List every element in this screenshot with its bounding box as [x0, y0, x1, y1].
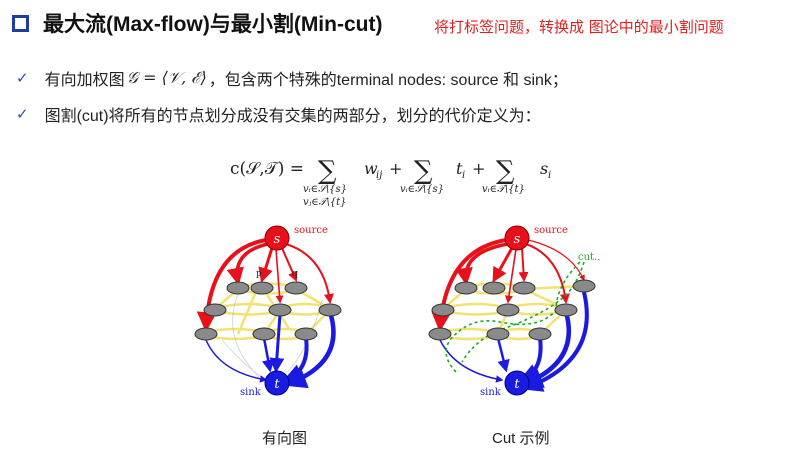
term-t: t — [456, 159, 463, 178]
graph-node — [284, 281, 308, 295]
checkmark-icon: ✓ — [16, 70, 29, 87]
graph-node — [496, 303, 520, 317]
graph-node — [482, 281, 506, 295]
graph-node — [454, 281, 478, 295]
term-w: w — [364, 159, 378, 178]
graph-node — [318, 303, 342, 317]
sum1-subscript-line2: vⱼ∈𝒯\{t} — [303, 197, 346, 208]
section-header: 最大流(Max-flow)与最小割(Min-cut) — [12, 10, 382, 36]
cut-example-graph: s t source sink cut.. — [428, 225, 600, 398]
graph-node — [431, 303, 455, 317]
page-title: 最大流(Max-flow)与最小割(Min-cut) — [43, 13, 383, 36]
checkmark-icon: ✓ — [16, 106, 29, 123]
bullet-suffix: ，包含两个特殊的terminal nodes: source 和 sink； — [208, 72, 568, 89]
graph-node — [294, 327, 318, 341]
term-w-sub: ij — [376, 170, 382, 181]
source-text: source — [534, 225, 568, 236]
plus-1: + — [389, 159, 402, 178]
plus-2: + — [472, 159, 485, 178]
source-node — [264, 225, 290, 251]
caption-directed-graph: 有向图 — [262, 430, 308, 447]
graph-node — [528, 327, 552, 341]
cut-cost-formula: c(𝒮,𝒯) = ∑ w ij + ∑ t i + ∑ s i vᵢ∈𝒮\{s}… — [230, 156, 551, 208]
source-text: source — [294, 225, 328, 236]
annotation-note: 将打标签问题，转换成 图论中的最小割问题 — [434, 18, 724, 36]
graph-node — [226, 281, 250, 295]
pixel-nodes — [194, 281, 342, 341]
formula-lhs: c(𝒮,𝒯) = — [230, 159, 304, 179]
graph-node — [572, 279, 596, 293]
square-bullet-icon — [12, 14, 29, 32]
bullet-text: 图割(cut)将所有的节点划分成没有交集的两部分，划分的代价定义为： — [44, 108, 541, 125]
graph-node — [194, 327, 218, 341]
sum1-subscript-line1: vᵢ∈𝒮\{s} — [303, 184, 347, 195]
term-s: s — [540, 159, 548, 178]
graph-node — [203, 303, 227, 317]
bullet-cut-definition: ✓ 图割(cut)将所有的节点划分成没有交集的两部分，划分的代价定义为： — [16, 102, 541, 126]
graph-node — [428, 327, 452, 341]
bullet-directed-graph: ✓ 有向加权图 𝒢 = ⟨𝒱, ℰ⟩ ，包含两个特殊的terminal node… — [16, 66, 568, 90]
sum2-subscript: vᵢ∈𝒮\{s} — [400, 184, 444, 195]
sink-node — [504, 370, 530, 396]
source-node-label: s — [274, 232, 281, 247]
graph-node — [268, 303, 292, 317]
sink-links — [205, 311, 336, 389]
graph-node — [250, 281, 274, 295]
graph-node — [252, 327, 276, 341]
sink-node — [264, 370, 290, 396]
sink-node-label: t — [514, 377, 520, 392]
sum3-subscript: vᵢ∈𝒯\{t} — [482, 184, 525, 195]
graph-node — [512, 281, 536, 295]
graph-notation: 𝒢 = ⟨𝒱, ℰ⟩ — [126, 68, 207, 87]
bullet-prefix: 有向加权图 — [44, 72, 125, 89]
term-t-sub: i — [462, 170, 465, 181]
directed-graph: s t source sink p q — [194, 225, 342, 398]
sum-symbol-1: ∑ — [318, 156, 337, 186]
sum-symbol-3: ∑ — [496, 156, 515, 186]
pixel-nodes — [428, 279, 596, 341]
q-label: q — [292, 269, 298, 279]
graph-node — [486, 327, 510, 341]
sum-symbol-2: ∑ — [414, 156, 433, 186]
cut-label: cut.. — [578, 252, 600, 263]
term-s-sub: i — [548, 170, 551, 181]
graph-node — [554, 303, 578, 317]
caption-cut-example: Cut 示例 — [492, 430, 550, 447]
p-label: p — [256, 269, 262, 279]
source-node — [504, 225, 530, 251]
sink-node-label: t — [274, 377, 280, 392]
source-node-label: s — [514, 232, 521, 247]
sink-text: sink — [480, 387, 502, 398]
sink-text: sink — [240, 387, 262, 398]
